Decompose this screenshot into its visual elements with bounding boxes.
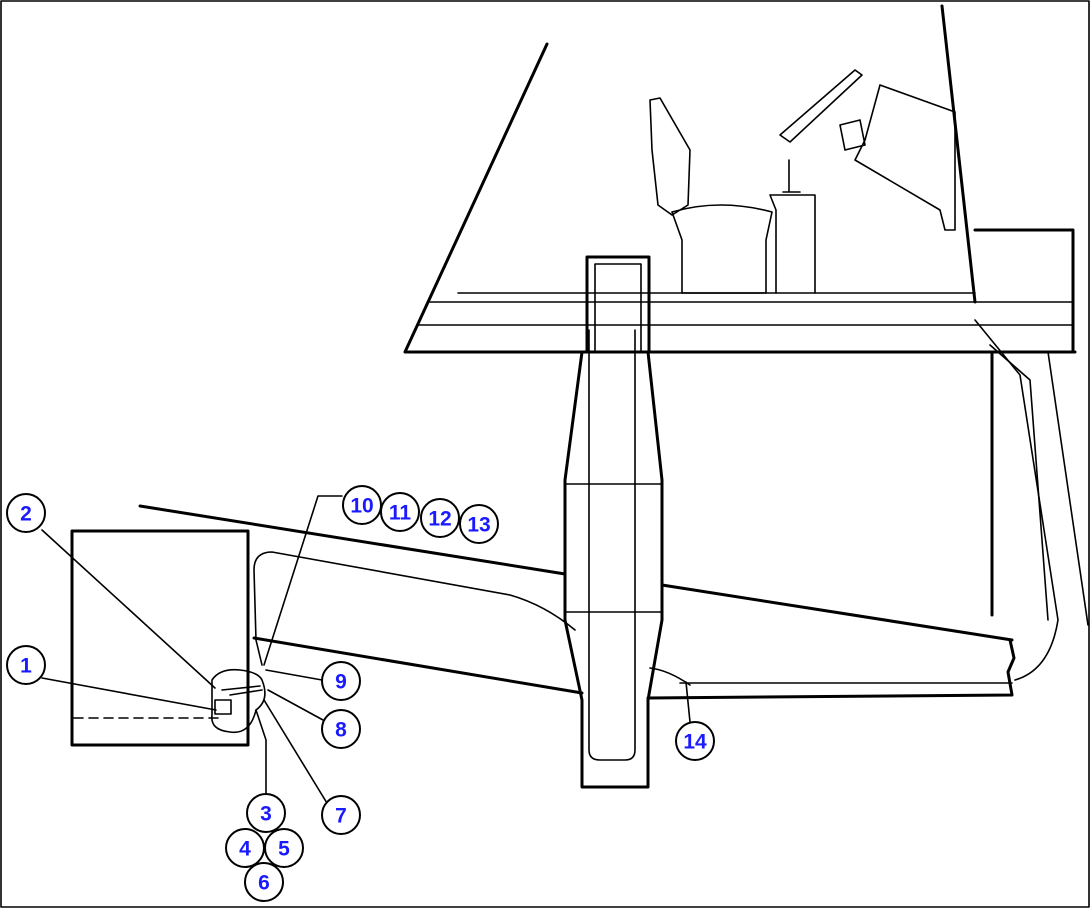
fitting-lines <box>221 685 263 696</box>
steering-wheel <box>779 69 863 143</box>
callout-circle <box>264 828 304 868</box>
leader-2 <box>41 529 216 689</box>
callout-label: 12 <box>428 508 451 531</box>
cab-structure <box>403 4 1077 354</box>
seat-back <box>649 97 691 216</box>
control-lever <box>769 159 816 294</box>
callout-circle <box>244 862 284 902</box>
leader-3 <box>255 709 267 799</box>
callout-label: 11 <box>389 502 412 525</box>
callout-label: 4 <box>239 838 251 861</box>
callout-9: 9 <box>321 661 361 701</box>
callout-2: 2 <box>6 493 46 533</box>
callout-circle <box>380 492 420 532</box>
callout-label: 1 <box>20 655 32 678</box>
callout-6: 6 <box>244 862 284 902</box>
callout-label: 2 <box>20 503 32 526</box>
callout-5: 5 <box>264 828 304 868</box>
callout-label: 7 <box>335 805 347 828</box>
callout-label: 3 <box>260 803 272 826</box>
callout-circle <box>342 485 382 525</box>
leader-14 <box>685 681 691 723</box>
boom-bottom-left <box>252 636 584 695</box>
callout-circle <box>321 795 361 835</box>
callout-7: 7 <box>321 795 361 835</box>
callout-3: 3 <box>246 793 286 833</box>
fitting-cluster <box>211 668 266 734</box>
boom-top-right <box>660 583 1014 642</box>
boom-bottom-right <box>646 638 1016 700</box>
callout-label: 10 <box>350 495 373 518</box>
column-body <box>563 350 664 789</box>
callout-circle <box>459 504 499 544</box>
steering-console <box>779 69 956 231</box>
lever-stick <box>782 159 801 193</box>
callout-label: 8 <box>335 719 347 742</box>
boom-frame <box>138 504 1016 700</box>
dash-console <box>854 84 956 231</box>
column-top <box>585 255 651 354</box>
leader-10 <box>263 495 343 666</box>
callout-label: 6 <box>258 872 270 895</box>
leader-9 <box>265 669 323 681</box>
callout-4: 4 <box>225 828 265 868</box>
reservoir-tank <box>70 529 266 747</box>
callout-label: 5 <box>278 838 290 861</box>
fitting-box <box>214 699 232 715</box>
hose-upper <box>253 551 576 666</box>
lever-base <box>769 194 816 294</box>
articulation-column <box>563 255 664 789</box>
column-top-inner <box>594 263 642 353</box>
callout-12: 12 <box>420 498 460 538</box>
callout-circle <box>246 793 286 833</box>
hose-routing <box>253 319 1059 686</box>
callout-circle <box>321 661 361 701</box>
column-bands <box>564 483 663 613</box>
callout-label: 9 <box>335 671 347 694</box>
leader-1 <box>41 677 217 711</box>
callout-circle <box>6 645 46 685</box>
hose-cab-run-2 <box>989 344 1049 621</box>
callout-1: 1 <box>6 645 46 685</box>
callout-circle <box>675 721 715 761</box>
cab-window-frame <box>403 42 1077 354</box>
cab-rear-pillar <box>940 4 977 304</box>
callout-10: 10 <box>342 485 382 525</box>
seat-cushion <box>671 204 773 294</box>
leader-7 <box>263 699 331 809</box>
operator-seat <box>649 97 773 294</box>
boom-top-left <box>138 504 567 576</box>
callout-14: 14 <box>675 721 715 761</box>
callout-circle <box>6 493 46 533</box>
callout-11: 11 <box>380 492 420 532</box>
cab-rear-edge <box>1047 351 1089 626</box>
leader-8 <box>267 689 324 721</box>
callout-circle <box>420 498 460 538</box>
hose-cab-run <box>974 319 1059 681</box>
callout-label: 13 <box>467 514 490 537</box>
callout-circle <box>321 709 361 749</box>
callout-label: 14 <box>683 731 707 754</box>
leader-lines <box>41 495 691 809</box>
tank-outline <box>70 529 250 747</box>
steering-column <box>839 119 866 151</box>
cab-rear-block <box>973 228 1075 354</box>
column-inner <box>588 329 636 761</box>
callout-8: 8 <box>321 709 361 749</box>
callout-13: 13 <box>459 504 499 544</box>
